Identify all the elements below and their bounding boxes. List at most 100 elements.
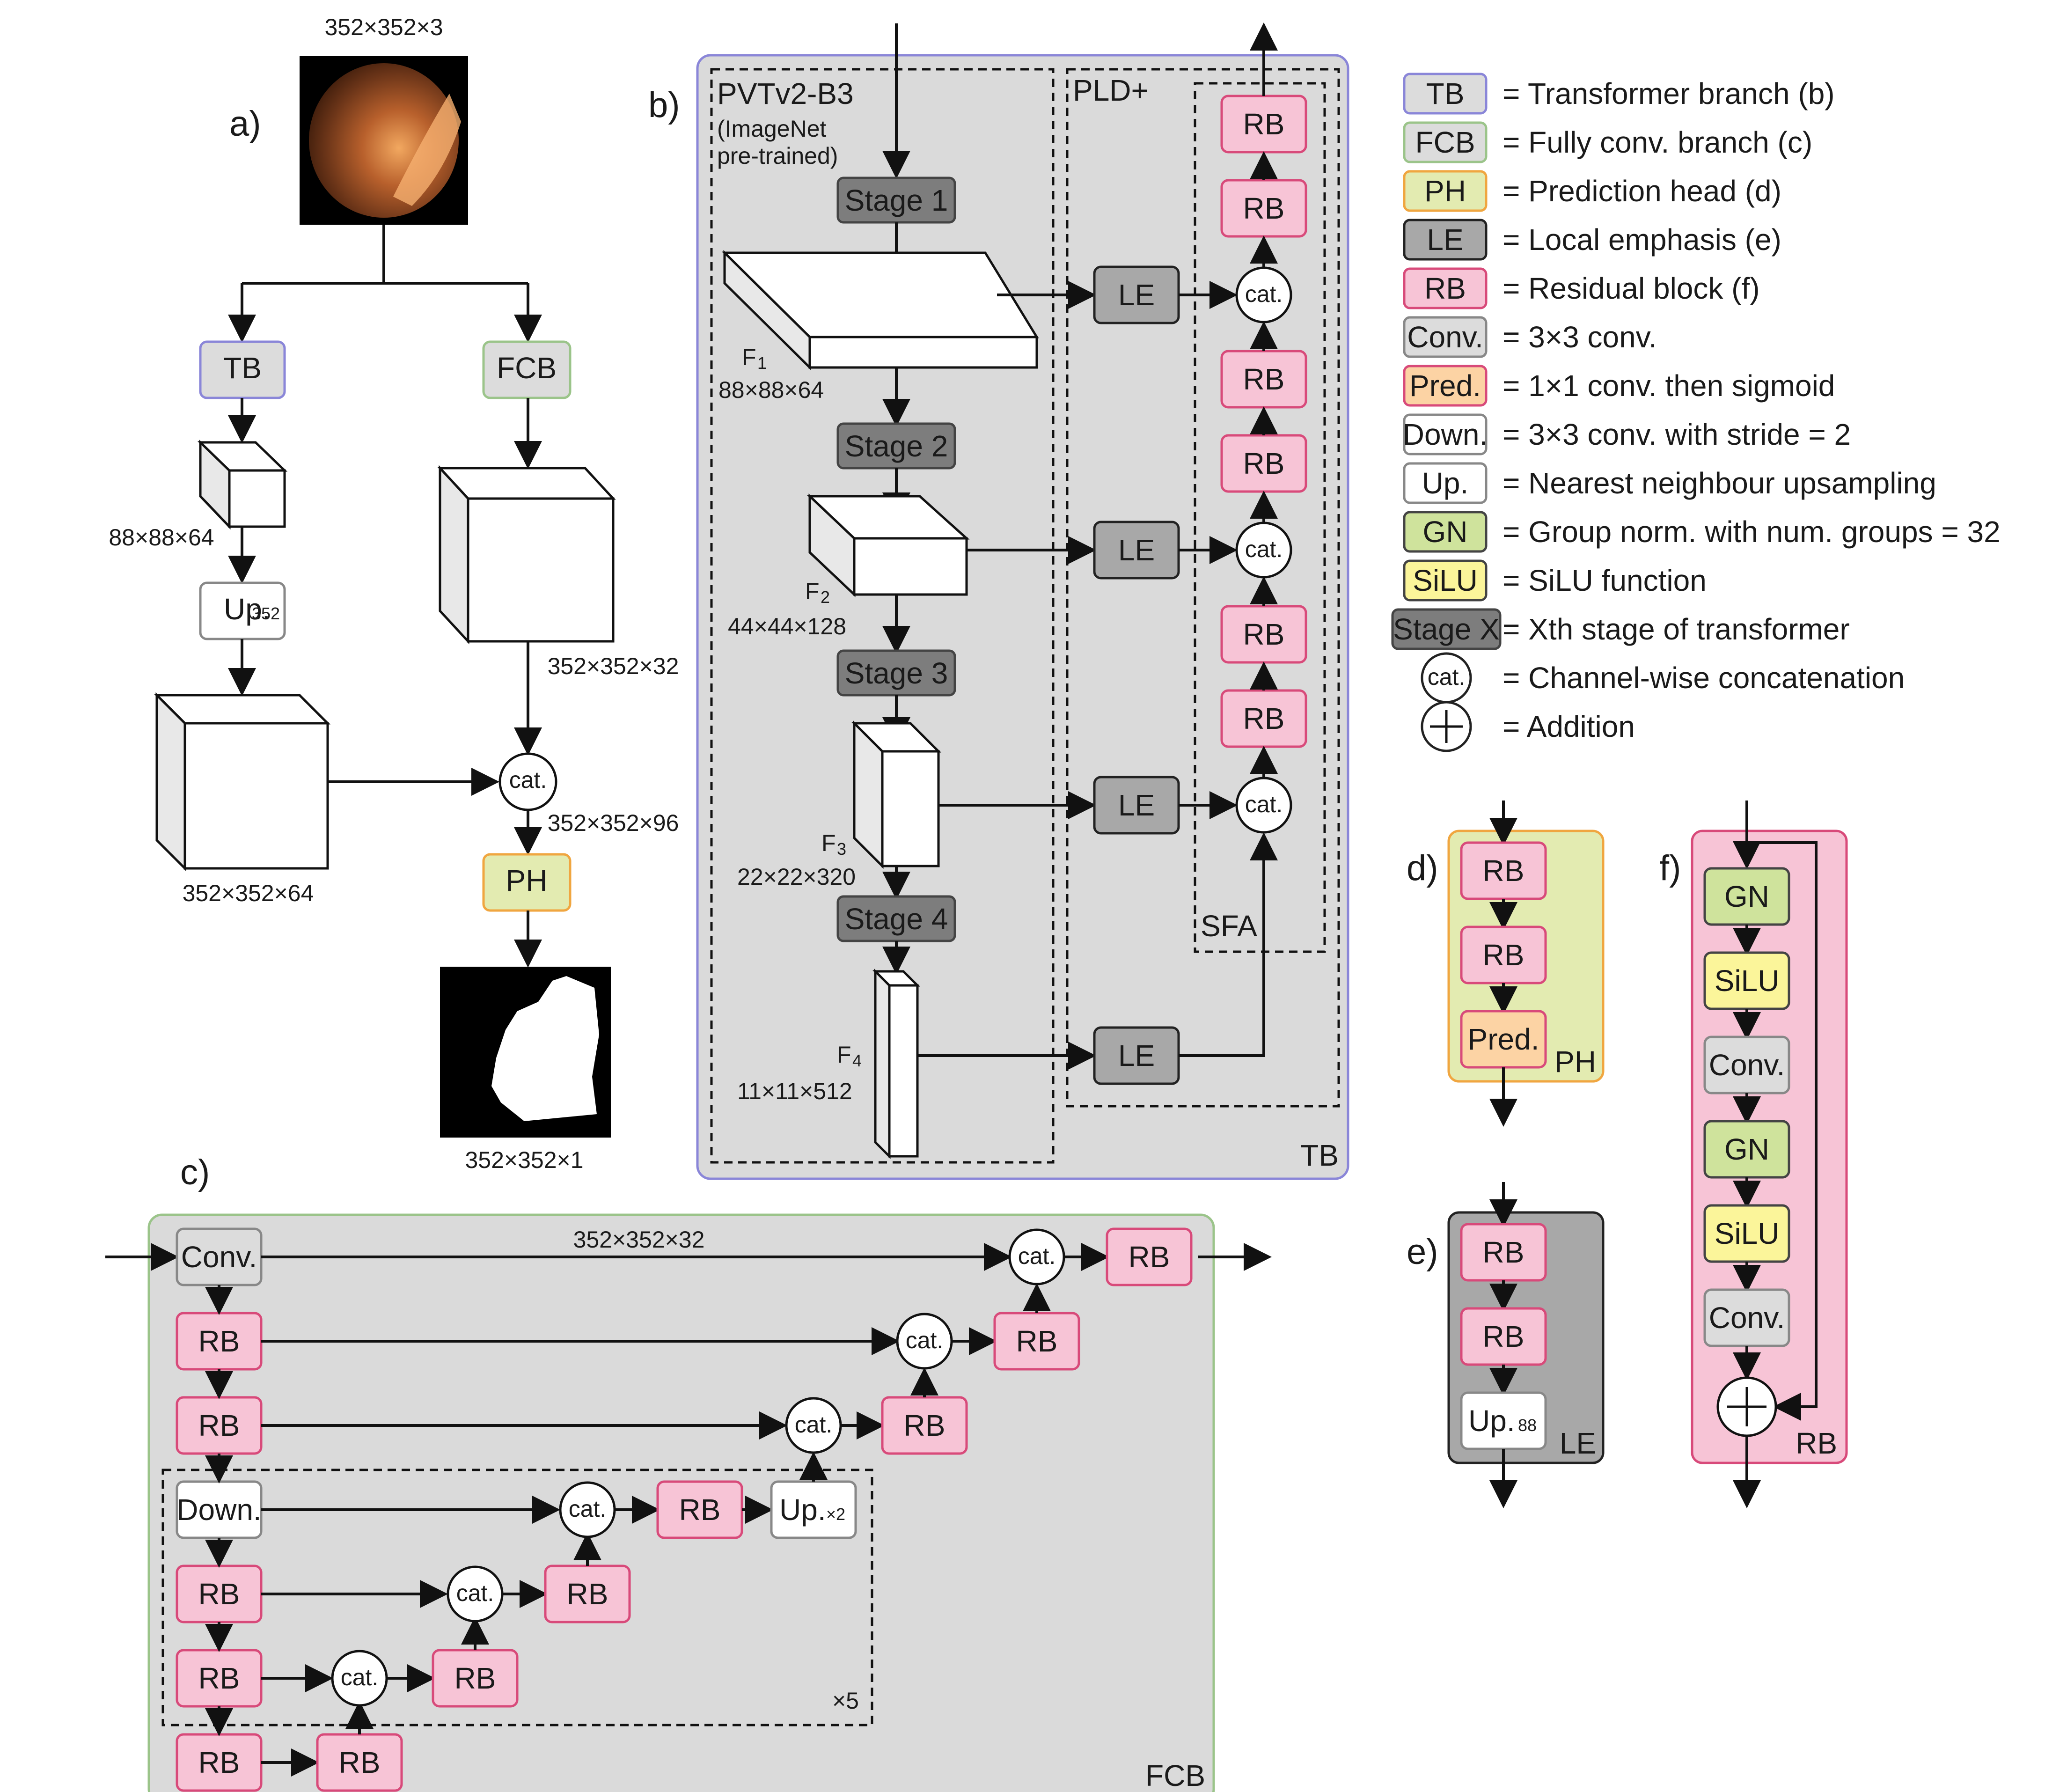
- sfa-rb-5: RB: [1220, 605, 1307, 664]
- legend-key: Stage X: [1393, 612, 1500, 646]
- ph-label: PH: [506, 864, 548, 897]
- legend-key-box: [1403, 316, 1488, 358]
- legend-item: Up.= Nearest neighbour upsampling: [1403, 462, 1936, 504]
- le-2-label: LE: [1118, 533, 1155, 567]
- legend-item: Stage X= Xth stage of transformer: [1391, 608, 1850, 650]
- legend-description: = Local emphasis (e): [1503, 223, 1781, 257]
- sfa-rb-5-label: RB: [1243, 617, 1285, 651]
- cat-dims: 352×352×96: [548, 810, 679, 836]
- f1-label: F: [742, 344, 756, 370]
- repeat-label: ×5: [832, 1688, 859, 1714]
- f-silu-2-label: SiLU: [1715, 1217, 1780, 1250]
- backbone-note-2: pre-trained): [717, 143, 838, 169]
- legend-key-box: [1403, 73, 1488, 115]
- sfa-label: SFA: [1201, 909, 1257, 943]
- c-dec-rb-top-label: RB: [1129, 1240, 1170, 1274]
- sfa-rb-1-label: RB: [1243, 107, 1285, 141]
- f2-feature-cube: [806, 493, 970, 597]
- legend-description: = Addition: [1503, 710, 1635, 743]
- legend-key: TB: [1426, 77, 1465, 110]
- c-enc-rb-1-label: RB: [198, 1324, 240, 1358]
- c-enc-rb-3-label: RB: [198, 1577, 240, 1611]
- stage-1-label: Stage 1: [845, 184, 948, 217]
- f-conv-1: Conv.: [1703, 1036, 1790, 1094]
- f-conv-2-label: Conv.: [1709, 1301, 1785, 1335]
- f-silu-1-label: SiLU: [1715, 964, 1780, 998]
- legend-description: = Fully conv. branch (c): [1503, 125, 1812, 159]
- d-rb-2-label: RB: [1483, 938, 1525, 972]
- legend-description: = Transformer branch (b): [1503, 77, 1835, 110]
- c-dec-rb-3: RB: [544, 1564, 631, 1623]
- panel-f: RB GN SiLU Conv. GN SiLU Conv.: [1691, 801, 1848, 1508]
- legend-description: = 1×1 conv. then sigmoid: [1503, 369, 1835, 403]
- top-dims: 352×352×32: [573, 1226, 705, 1253]
- up-label: Up.: [224, 592, 271, 626]
- output-mask-image: [440, 967, 611, 1138]
- f3-feature-cube: [851, 720, 942, 869]
- legend-key: GN: [1423, 515, 1468, 549]
- c-dec-rb-4-label: RB: [454, 1661, 496, 1695]
- c-dec-rb-0: RB: [993, 1312, 1080, 1371]
- decoder-region: [1066, 68, 1340, 1108]
- legend-item: Down.= 3×3 conv. with stride = 2: [1403, 413, 1851, 455]
- fcb-corner-label: FCB: [1145, 1759, 1205, 1792]
- c-up-label: Up.: [779, 1493, 826, 1527]
- f4-dims: 11×11×512: [737, 1078, 852, 1104]
- legend-description: = 3×3 conv. with stride = 2: [1503, 418, 1851, 451]
- f3-sub: 3: [837, 839, 846, 859]
- le-3: LE: [1093, 776, 1180, 835]
- c-dec-rb-3-label: RB: [567, 1577, 608, 1611]
- e-rb-2: RB: [1460, 1307, 1547, 1366]
- decoder-title: PLD+: [1073, 73, 1149, 107]
- f2-dims: 44×44×128: [728, 613, 846, 639]
- sfa-rb-2: RB: [1220, 179, 1307, 238]
- panel-a: 352×352×3 TB FCB 88×88×64 Up. 352: [109, 14, 679, 1173]
- legend-item: PH= Prediction head (d): [1403, 170, 1781, 212]
- up-feature-cube: [154, 692, 331, 872]
- c-dec-rb-1: RB: [881, 1396, 968, 1455]
- legend-item: GN= Group norm. with num. groups = 32: [1403, 511, 2001, 553]
- panel-b: TB PVTv2-B3 (ImageNet pre-trained) PLD+ …: [696, 22, 1349, 1180]
- legend-key-box: [1403, 121, 1488, 163]
- input-dims: 352×352×3: [324, 14, 443, 40]
- legend-key: Pred.: [1409, 369, 1481, 403]
- legend-key: LE: [1427, 223, 1463, 257]
- c-down-label: Down.: [176, 1493, 261, 1527]
- legend: TB = Transformer branch (b) FCB = Fully con…: [1391, 73, 2001, 752]
- legend-item: TB = Transformer branch (b): [1403, 73, 1835, 115]
- legend-key-box: [1403, 219, 1488, 261]
- c-cat-2: cat.: [559, 1481, 616, 1538]
- legend-description: = SiLU function: [1503, 564, 1707, 597]
- c-dec-rb-1-label: RB: [904, 1409, 946, 1442]
- c-enc-rb-1: RB: [176, 1312, 263, 1371]
- f-gn-2: GN: [1703, 1120, 1790, 1179]
- legend-key: FCB: [1415, 125, 1475, 159]
- c-cat-1-label: cat.: [795, 1411, 833, 1438]
- sfa-rb-6: RB: [1220, 689, 1307, 748]
- legend-item: SiLU= SiLU function: [1403, 559, 1707, 602]
- sfa-rb-3: RB: [1220, 350, 1307, 409]
- backbone-note-1: (ImageNet: [717, 116, 827, 142]
- legend-key-box: [1403, 462, 1488, 504]
- c-enc-rb-5: RB: [176, 1733, 263, 1792]
- e-rb-1: RB: [1460, 1223, 1547, 1282]
- c-enc-rb-2-label: RB: [198, 1409, 240, 1442]
- legend-description: = 3×3 conv.: [1503, 320, 1657, 354]
- e-rb-1-label: RB: [1483, 1235, 1525, 1269]
- c-up-sub: ×2: [826, 1505, 845, 1524]
- panel-label-c: c): [180, 1153, 210, 1192]
- c-dec-rb-bottom: RB: [316, 1733, 403, 1792]
- f2-sub: 2: [821, 588, 830, 607]
- legend-description: = Xth stage of transformer: [1503, 612, 1850, 646]
- legend-item: cat.= Channel-wise concatenation: [1421, 652, 1905, 704]
- c-dec-rb-2: RB: [656, 1480, 743, 1539]
- panel-label-d: d): [1407, 848, 1438, 888]
- f-conv-2: Conv.: [1703, 1288, 1790, 1347]
- le-4: LE: [1093, 1026, 1180, 1085]
- f2-label: F: [805, 578, 820, 604]
- le-1-label: LE: [1118, 278, 1155, 312]
- ph-corner: PH: [1554, 1045, 1596, 1079]
- panel-label-e: e): [1407, 1232, 1438, 1272]
- c-cat-top: cat.: [1008, 1228, 1065, 1285]
